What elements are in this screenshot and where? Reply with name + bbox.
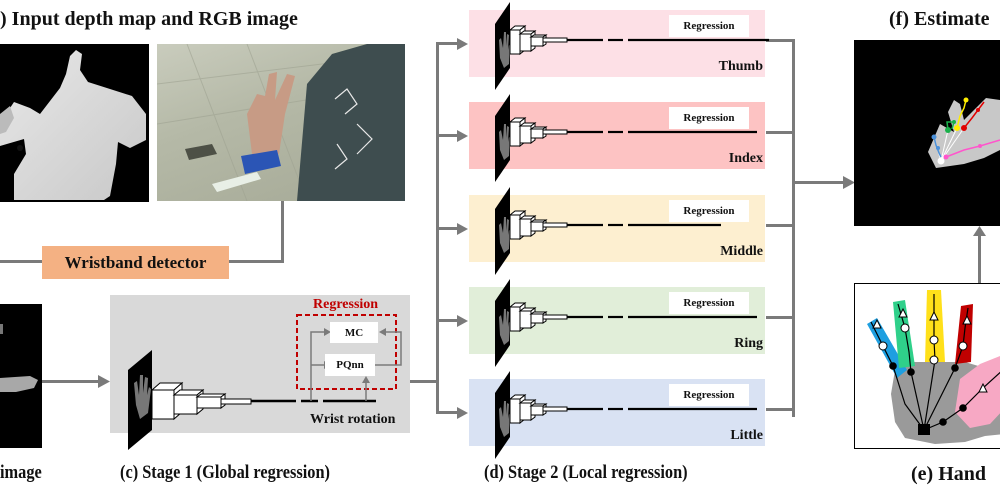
connector-branch-middle <box>436 227 458 230</box>
caption-stage2: (d) Stage 2 (Local regression) <box>484 462 688 483</box>
wrist-rotation-label: Wrist rotation <box>310 412 396 427</box>
caption-hand-image: image <box>0 462 42 483</box>
caption-hand-model: (e) Hand <box>911 463 986 485</box>
connector-branch-little <box>436 411 458 414</box>
caption-input-images: ) Input depth map and RGB image <box>0 8 298 30</box>
wristband-detector-label: Wristband detector <box>64 252 207 272</box>
stage2-cnn-thumb <box>495 2 769 90</box>
connector-collect-little <box>766 408 794 411</box>
finger-label-little: Little <box>730 428 763 443</box>
finger-label-ring: Ring <box>734 336 763 351</box>
connector-hand-model-to-estimate <box>978 232 981 284</box>
arrowhead-up <box>973 226 986 236</box>
connector-stage1-out <box>410 380 438 383</box>
connector-collect-thumb <box>766 39 794 42</box>
stage2-cnn-ring <box>495 279 757 367</box>
regression-box-middle: Regression <box>669 200 749 222</box>
hand-icon <box>134 375 151 419</box>
caption-estimate: (f) Estimate <box>889 8 990 30</box>
connector-branch-index <box>436 134 458 137</box>
hand-depth-shape <box>0 324 38 392</box>
depth-map-image <box>0 44 149 202</box>
stage2-cnn-little <box>495 371 757 459</box>
connector-hand-to-stage1 <box>42 380 100 383</box>
connector-detector-right <box>229 260 284 263</box>
rgb-image <box>157 44 405 201</box>
mc-box: MC <box>330 322 378 343</box>
connector-stage2-collector <box>792 39 795 417</box>
connector-detector-left <box>0 260 42 263</box>
connector-collect-ring <box>766 316 794 319</box>
arrowhead-thumb <box>457 37 468 50</box>
finger-label-middle: Middle <box>720 244 763 259</box>
regression-box-ring: Regression <box>669 292 749 314</box>
regression-box-index: Regression <box>669 107 749 129</box>
arrowhead-little <box>457 406 468 419</box>
connector-branch-thumb <box>436 42 458 45</box>
arrowhead-middle <box>457 222 468 235</box>
arrowhead-index <box>457 129 468 142</box>
pqnn-box: PQnn <box>325 354 375 376</box>
hand-model-frame <box>854 283 1000 449</box>
estimate-image <box>854 40 1000 226</box>
hand-depth-image <box>0 304 42 448</box>
wristband-detector-box: Wristband detector <box>42 246 229 279</box>
connector-collect-index <box>766 131 794 134</box>
connector-collect-middle <box>766 224 794 227</box>
hand-model-diagram <box>867 290 1000 444</box>
caption-stage1: (c) Stage 1 (Global regression) <box>120 462 330 483</box>
finger-label-thumb: Thumb <box>718 59 763 74</box>
regression-dashed-box <box>296 314 397 390</box>
regression-box-little: Regression <box>669 384 749 406</box>
connector-rgb-to-detector <box>281 201 284 261</box>
arrowhead-stage1 <box>98 375 110 388</box>
arrowhead-estimate <box>843 176 855 189</box>
rgb-scene <box>157 44 405 201</box>
arrowhead-ring <box>457 314 468 327</box>
connector-branch-ring <box>436 319 458 322</box>
connector-to-estimate <box>795 181 845 184</box>
stage2-cnn-middle <box>495 187 721 275</box>
stage2-cnn-index <box>495 94 757 182</box>
regression-box-thumb: Regression <box>669 15 749 37</box>
finger-label-index: Index <box>728 151 763 166</box>
depth-silhouette <box>0 50 146 200</box>
stage1-cnn-diagram <box>128 314 402 450</box>
regression-title: Regression <box>313 297 379 312</box>
estimated-skeleton <box>928 97 1000 168</box>
